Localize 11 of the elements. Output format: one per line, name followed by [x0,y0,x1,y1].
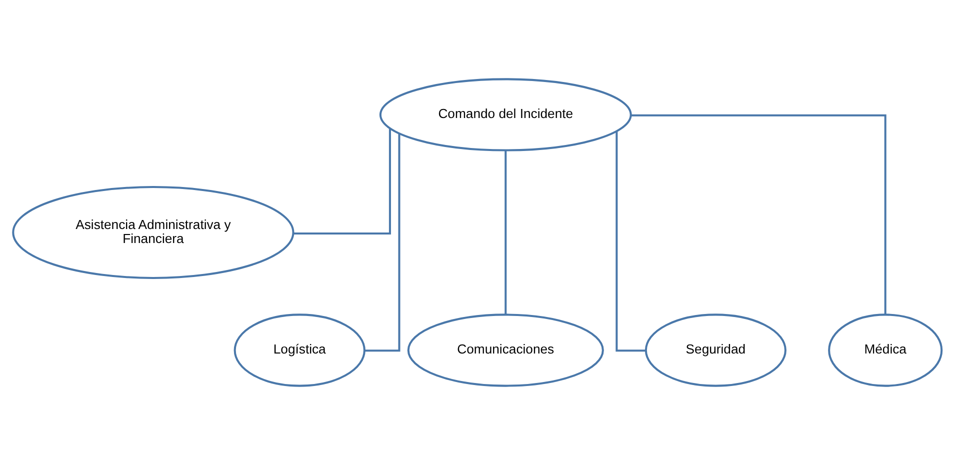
node-ellipse: Logística [233,313,365,386]
node-ellipse: Seguridad [644,313,786,386]
connector [504,150,506,314]
connector [292,128,390,234]
connector [630,114,886,314]
connector [364,133,400,352]
node-ellipse: Médica [828,313,942,386]
node-ellipse: Asistencia Administrativa y Financiera [12,186,294,278]
connector [615,130,646,352]
node-ellipse: Comando del Incidente [378,78,632,151]
node-ellipse: Comunicaciones [406,313,604,386]
